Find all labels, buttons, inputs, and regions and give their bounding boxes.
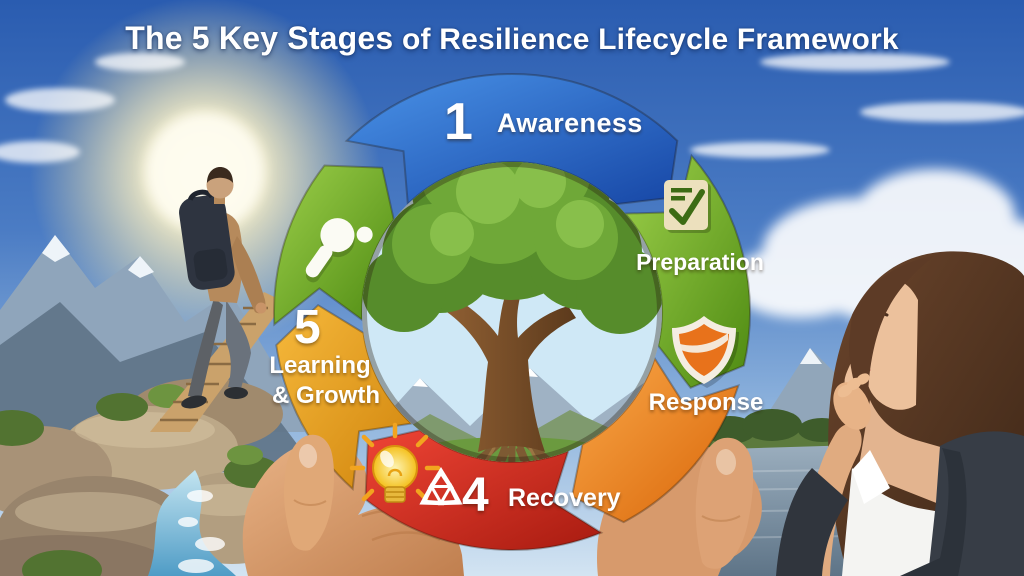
- left-thumb: [284, 434, 334, 551]
- stage-1-number: 1: [444, 93, 473, 151]
- stage-2-label: Preparation: [636, 249, 764, 275]
- stage-1-label: Awareness: [497, 108, 643, 138]
- title-rest: of Resilience Lifecycle Framework: [393, 23, 899, 56]
- right-thumb: [695, 437, 754, 569]
- title-strong: The 5 Key Stages: [125, 20, 394, 56]
- magnifier-icon: [305, 218, 373, 283]
- segment-awareness: [344, 73, 679, 207]
- stage-5-label-line1: Learning: [269, 352, 371, 379]
- recycle-icon: [419, 467, 463, 506]
- tree-trunk: [444, 288, 576, 452]
- stage-5-label-line2: & Growth: [272, 382, 380, 409]
- stage-3-label: Response: [648, 389, 764, 416]
- page-title: The 5 Key Stages of Resilience Lifecycle…: [0, 20, 1024, 57]
- businesswoman: [776, 251, 1024, 576]
- checklist-icon: [664, 180, 711, 233]
- woman-sleeve: [776, 468, 848, 576]
- stage-5-number: 5: [294, 301, 321, 354]
- stage-4-label: Recovery: [508, 484, 621, 512]
- shield-icon: [672, 316, 739, 388]
- woman-shirt-collar: [852, 450, 890, 504]
- stage-4-number: 4: [462, 469, 489, 522]
- lifecycle-ring: [272, 73, 751, 551]
- hiker: [179, 167, 267, 409]
- center-tree-scene: [362, 162, 662, 462]
- shrubs: [0, 384, 280, 576]
- woman-hair-front: [849, 256, 934, 422]
- bulb-icon: [349, 422, 441, 503]
- sun: [145, 112, 265, 232]
- stream: [148, 470, 236, 576]
- woman-blazer-lapel: [900, 448, 967, 576]
